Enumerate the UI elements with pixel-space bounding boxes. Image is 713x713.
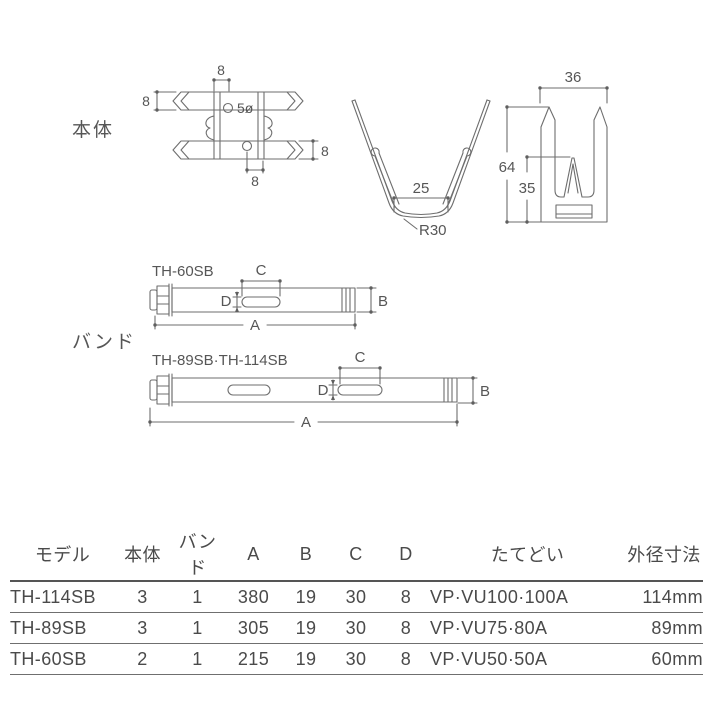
dim-c: C bbox=[256, 262, 267, 279]
body-section-label: 本体 bbox=[72, 119, 114, 141]
top-hole bbox=[222, 102, 234, 114]
cell-a: 215 bbox=[225, 643, 282, 675]
cell-model: TH-114SB bbox=[10, 581, 115, 613]
dim-a: A bbox=[250, 317, 260, 334]
cell-outer-diameter: 114mm bbox=[625, 581, 703, 613]
dim-rear-width: 36 bbox=[565, 69, 582, 86]
cell-a: 380 bbox=[225, 581, 282, 613]
band-large-title: TH-89SB·TH-114SB bbox=[152, 352, 288, 369]
dim-bottom-width: 25 bbox=[413, 180, 430, 197]
dim-d: D bbox=[318, 382, 329, 399]
table-row: TH-114SB 3 1 380 19 30 8 VP·VU100·100A 1… bbox=[10, 581, 703, 613]
cell-b: 19 bbox=[282, 581, 330, 613]
cell-outer-diameter: 89mm bbox=[625, 612, 703, 644]
table-row: TH-60SB 2 1 215 19 30 8 VP·VU50·50A 60mm bbox=[10, 643, 703, 675]
band-body bbox=[171, 377, 458, 403]
cell-d: 8 bbox=[382, 581, 430, 613]
band-section-label: バンド bbox=[72, 332, 136, 353]
body-rear-view-drawing: 36 64 35 bbox=[499, 69, 609, 224]
band-small-title: TH-60SB bbox=[152, 263, 214, 280]
bolt-nut bbox=[156, 375, 170, 405]
header-model: モデル bbox=[10, 528, 115, 582]
cell-downspout: VP·VU75·80A bbox=[430, 612, 625, 644]
cell-a: 305 bbox=[225, 612, 282, 644]
cell-band-qty: 1 bbox=[170, 581, 225, 613]
hole-diameter-label: 5ø bbox=[237, 100, 254, 116]
header-outer-diameter: 外径寸法 bbox=[625, 528, 703, 582]
dim-a: A bbox=[301, 414, 311, 431]
header-a: A bbox=[225, 528, 282, 582]
cell-b: 19 bbox=[282, 612, 330, 644]
band-body bbox=[171, 287, 356, 313]
cell-downspout: VP·VU50·50A bbox=[430, 643, 625, 675]
band-slot-left bbox=[227, 384, 271, 396]
dim-rear-height: 64 bbox=[499, 159, 516, 176]
cell-b: 19 bbox=[282, 643, 330, 675]
dim-left: 8 bbox=[142, 93, 150, 109]
dim-top: 8 bbox=[217, 62, 225, 78]
header-d: D bbox=[382, 528, 430, 582]
body-front-view-drawing: 5ø 8 8 8 8 bbox=[142, 62, 329, 189]
band-slot-right bbox=[337, 384, 383, 396]
cell-body-qty: 2 bbox=[115, 643, 170, 675]
cell-band-qty: 1 bbox=[170, 643, 225, 675]
bolt-head bbox=[149, 379, 158, 401]
dim-d: D bbox=[221, 293, 232, 310]
cell-d: 8 bbox=[382, 643, 430, 675]
header-body: 本体 bbox=[115, 528, 170, 582]
dim-radius: R30 bbox=[419, 222, 447, 239]
header-c: C bbox=[330, 528, 382, 582]
cell-body-qty: 3 bbox=[115, 581, 170, 613]
band-large-drawing: TH-89SB·TH-114SB C D B bbox=[148, 349, 490, 431]
cell-downspout: VP·VU100·100A bbox=[430, 581, 625, 613]
cell-c: 30 bbox=[330, 612, 382, 644]
header-downspout: たてどい bbox=[430, 528, 625, 582]
cell-c: 30 bbox=[330, 643, 382, 675]
dim-b: B bbox=[480, 383, 490, 400]
dim-rear-inner-height: 35 bbox=[519, 180, 536, 197]
header-b: B bbox=[282, 528, 330, 582]
left-tab bbox=[205, 115, 215, 141]
dim-b: B bbox=[378, 293, 388, 310]
dim-c: C bbox=[355, 349, 366, 366]
cell-band-qty: 1 bbox=[170, 612, 225, 644]
technical-drawing: 本体 バンド 5ø 8 8 bbox=[72, 62, 609, 431]
band-slot bbox=[241, 296, 281, 308]
cell-d: 8 bbox=[382, 612, 430, 644]
cell-model: TH-89SB bbox=[10, 612, 115, 644]
bolt-head bbox=[149, 289, 158, 311]
header-band: バンド bbox=[170, 528, 225, 582]
cell-c: 30 bbox=[330, 581, 382, 613]
right-tab bbox=[263, 115, 273, 141]
bottom-hole bbox=[241, 140, 253, 152]
body-side-view-drawing: 25 R30 bbox=[351, 99, 491, 239]
cell-model: TH-60SB bbox=[10, 643, 115, 675]
cell-body-qty: 3 bbox=[115, 612, 170, 644]
header-row: モデル 本体 バンド A B C D たてどい 外径寸法 bbox=[10, 528, 703, 582]
table-row: TH-89SB 3 1 305 19 30 8 VP·VU75·80A 89mm bbox=[10, 612, 703, 644]
band-small-drawing: TH-60SB C D B A bbox=[149, 262, 388, 334]
cell-outer-diameter: 60mm bbox=[625, 643, 703, 675]
right-tongue bbox=[442, 147, 472, 208]
spec-table: モデル 本体 バンド A B C D たてどい 外径寸法 TH-114SB 3 … bbox=[10, 528, 703, 675]
dim-bottom: 8 bbox=[251, 173, 259, 189]
left-tongue bbox=[370, 147, 400, 208]
dim-right: 8 bbox=[321, 143, 329, 159]
bolt-nut bbox=[156, 285, 170, 315]
